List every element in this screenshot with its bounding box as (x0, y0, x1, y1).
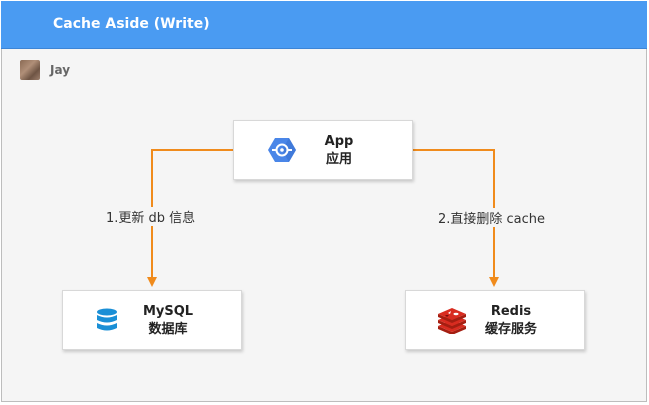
node-app[interactable]: App 应用 (233, 120, 413, 180)
header-bar: Cache Aside (Write) (1, 1, 647, 49)
node-redis[interactable]: Redis 缓存服务 (405, 290, 585, 350)
redis-icon (436, 308, 468, 335)
node-mysql-subtitle: 数据库 (148, 322, 188, 337)
diagram-title: Cache Aside (Write) (53, 16, 210, 32)
google-cloud-app-icon (267, 135, 297, 165)
node-app-label: App 应用 (314, 133, 364, 169)
node-redis-label: Redis 缓存服务 (476, 303, 546, 339)
edge-label-delete-cache: 2.直接删除 cache (436, 208, 548, 227)
node-app-title: App (324, 134, 354, 149)
node-mysql[interactable]: MySQL 数据库 (62, 290, 242, 350)
avatar (20, 60, 40, 80)
node-mysql-title: MySQL (142, 304, 194, 319)
node-mysql-label: MySQL 数据库 (133, 303, 203, 339)
node-redis-title: Redis (490, 304, 532, 319)
node-redis-subtitle: 缓存服务 (484, 322, 537, 337)
edge-label-update-db: 1.更新 db 信息 (104, 207, 198, 226)
edge-app-redis (413, 149, 499, 287)
author-name: Jay (50, 63, 71, 77)
node-app-subtitle: 应用 (325, 152, 352, 167)
edge-app-mysql (147, 149, 234, 287)
database-icon (96, 308, 118, 334)
